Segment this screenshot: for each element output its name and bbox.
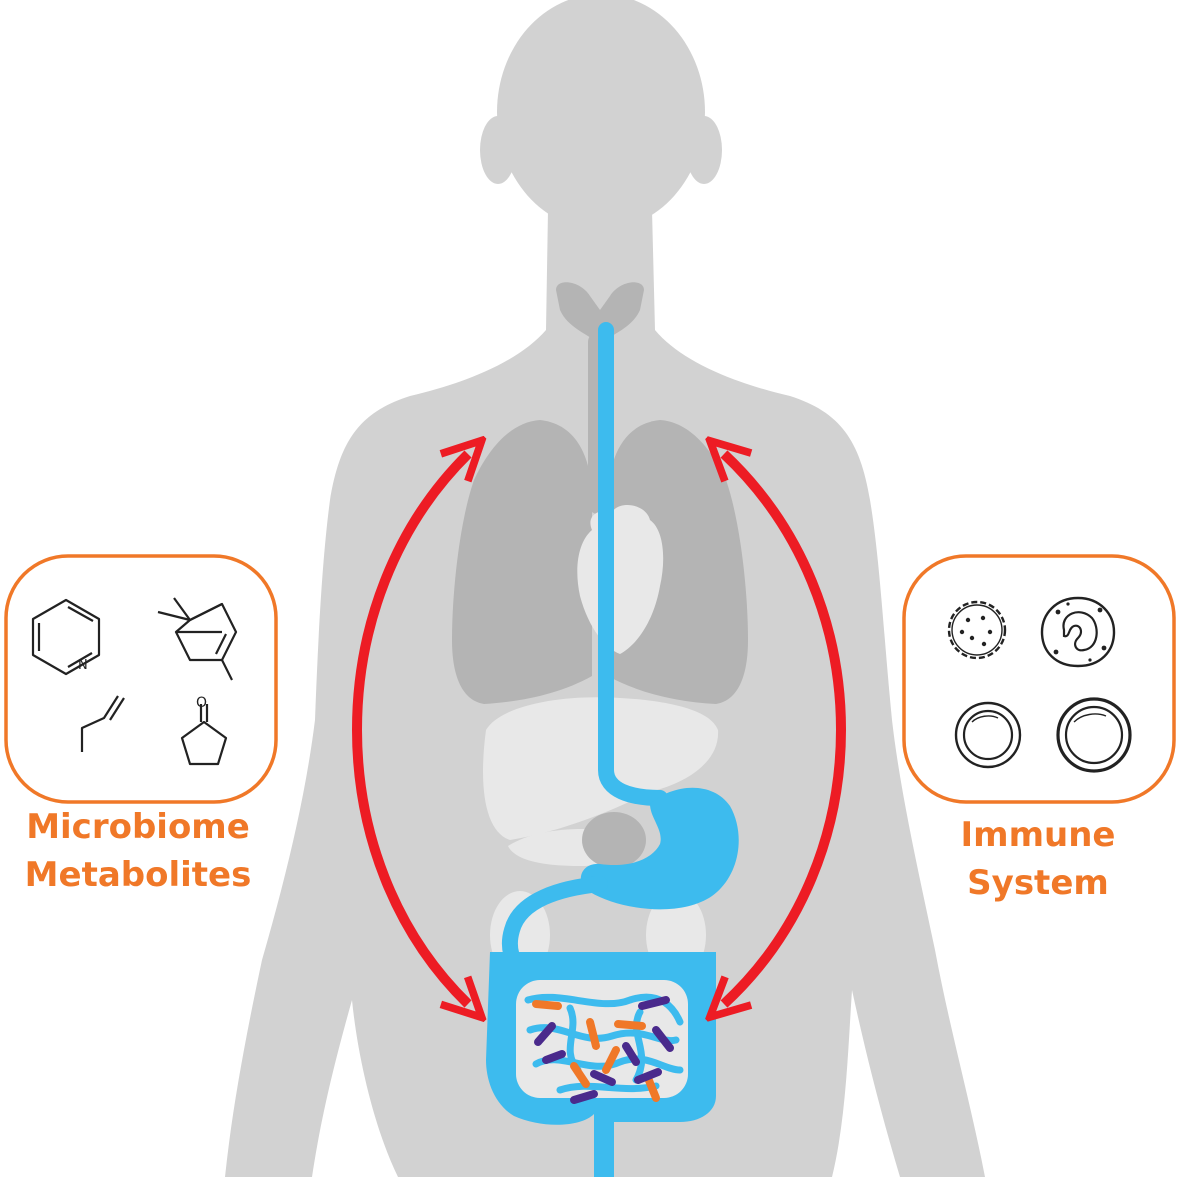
cyclopentanone-oxygen-label: O — [196, 695, 207, 711]
metabolites-label-line2: Metabolites — [25, 855, 252, 895]
metabolites-panel: N O — [4, 554, 278, 804]
lymphocyte-cell-icon — [1056, 697, 1132, 773]
pyridine-molecule-icon — [31, 598, 101, 676]
pyridine-nitrogen-label: N — [78, 658, 88, 673]
metabolites-label-line1: Microbiome — [26, 807, 250, 847]
pinene-molecule-icon — [157, 597, 238, 681]
cyclopentanone-molecule-icon — [180, 704, 228, 766]
right-bidirectional-arrow — [724, 454, 846, 1004]
lymphocyte-cell-icon — [954, 701, 1022, 769]
gut-bacteria — [532, 996, 674, 1104]
basophil-cell-icon — [947, 600, 1007, 660]
butene-molecule-icon — [80, 695, 125, 752]
crosstalk-arrows — [352, 454, 846, 1004]
left-bidirectional-arrow — [352, 454, 468, 1004]
thyroid — [556, 282, 644, 342]
stomach — [580, 787, 739, 910]
immune-label-line1: Immune — [961, 815, 1116, 855]
spleen — [582, 812, 646, 868]
immune-panel — [902, 554, 1176, 804]
monocyte-cell-icon — [1040, 596, 1116, 668]
immune-label-line2: System — [967, 863, 1109, 903]
